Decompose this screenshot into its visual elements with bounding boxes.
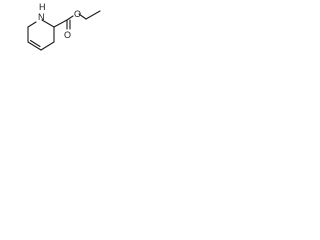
bond-c7-o9: [66, 15, 74, 21]
bond-o9-c10: [78, 13, 87, 20]
bond-c6-n1: [27, 21, 37, 28]
bond-c10-c11: [85, 10, 101, 20]
nh-hydrogen-label: H: [39, 2, 46, 12]
bond-c4-c5: [27, 41, 42, 51]
bond-n1-c2: [41, 19, 55, 28]
ester-oxygen-label: O: [74, 9, 81, 19]
nh-nitrogen-label: N: [38, 12, 45, 22]
carbonyl-oxygen-label: O: [64, 30, 71, 40]
bond-c2-c7: [53, 19, 68, 28]
bond-c4-c5-double: [29, 39, 41, 48]
bond-c3-c4: [40, 41, 55, 51]
molecule-structure-diagram: H N O O: [27, 2, 101, 51]
